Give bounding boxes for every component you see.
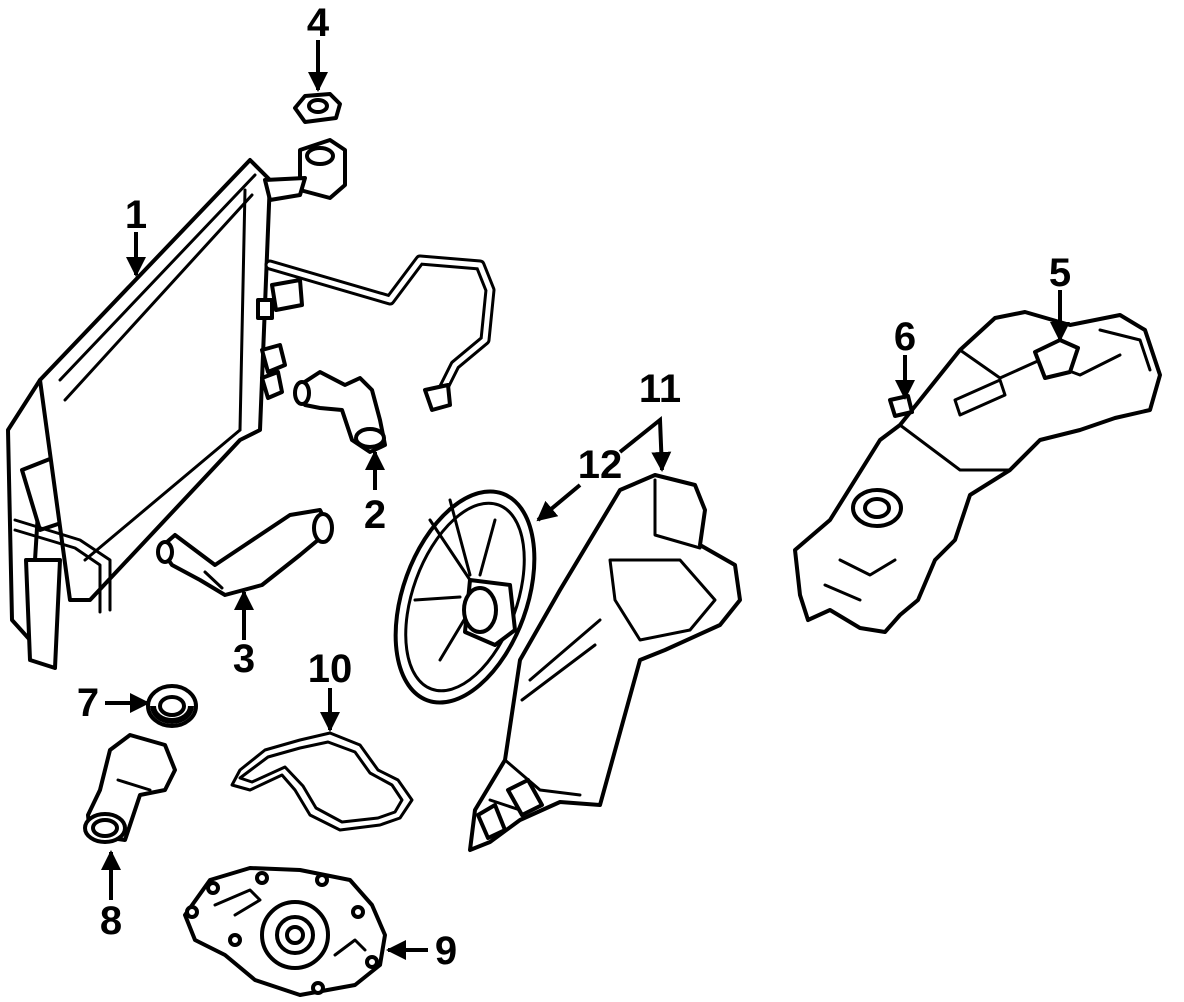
- callout-5: 5: [1049, 251, 1071, 295]
- callout-7: 7: [77, 681, 99, 725]
- callout-8: 8: [100, 899, 122, 943]
- gasket-part: [230, 731, 414, 832]
- callout-1: 1: [125, 193, 147, 237]
- callout-6: 6: [894, 315, 916, 359]
- coolant-reservoir-part: [793, 310, 1162, 634]
- radiator-cap-part: [293, 92, 342, 124]
- lower-radiator-hose-part: [156, 508, 334, 597]
- callout-labels: 1 2 3 4 5 6 7 8 9 10 11 12: [77, 1, 1071, 973]
- leader-lines: [101, 40, 1070, 960]
- water-pump-part: [183, 866, 387, 997]
- fan-shroud-part: [468, 473, 742, 852]
- upper-radiator-hose-part: [293, 370, 387, 454]
- cooling-fan-part: [393, 489, 537, 705]
- callout-10: 10: [308, 647, 353, 691]
- callout-2: 2: [364, 493, 386, 537]
- leader-11: [618, 415, 672, 472]
- radiator-part: [6, 138, 347, 670]
- cooler-line-part: [264, 254, 496, 412]
- thermostat-housing-part: [83, 733, 177, 844]
- callout-3: 3: [233, 637, 255, 681]
- callout-4: 4: [307, 1, 330, 45]
- callout-11: 11: [639, 367, 681, 411]
- callout-12: 12: [578, 443, 623, 487]
- callout-9: 9: [435, 929, 457, 973]
- leader-12: [536, 483, 582, 522]
- thermostat-part: [146, 684, 198, 728]
